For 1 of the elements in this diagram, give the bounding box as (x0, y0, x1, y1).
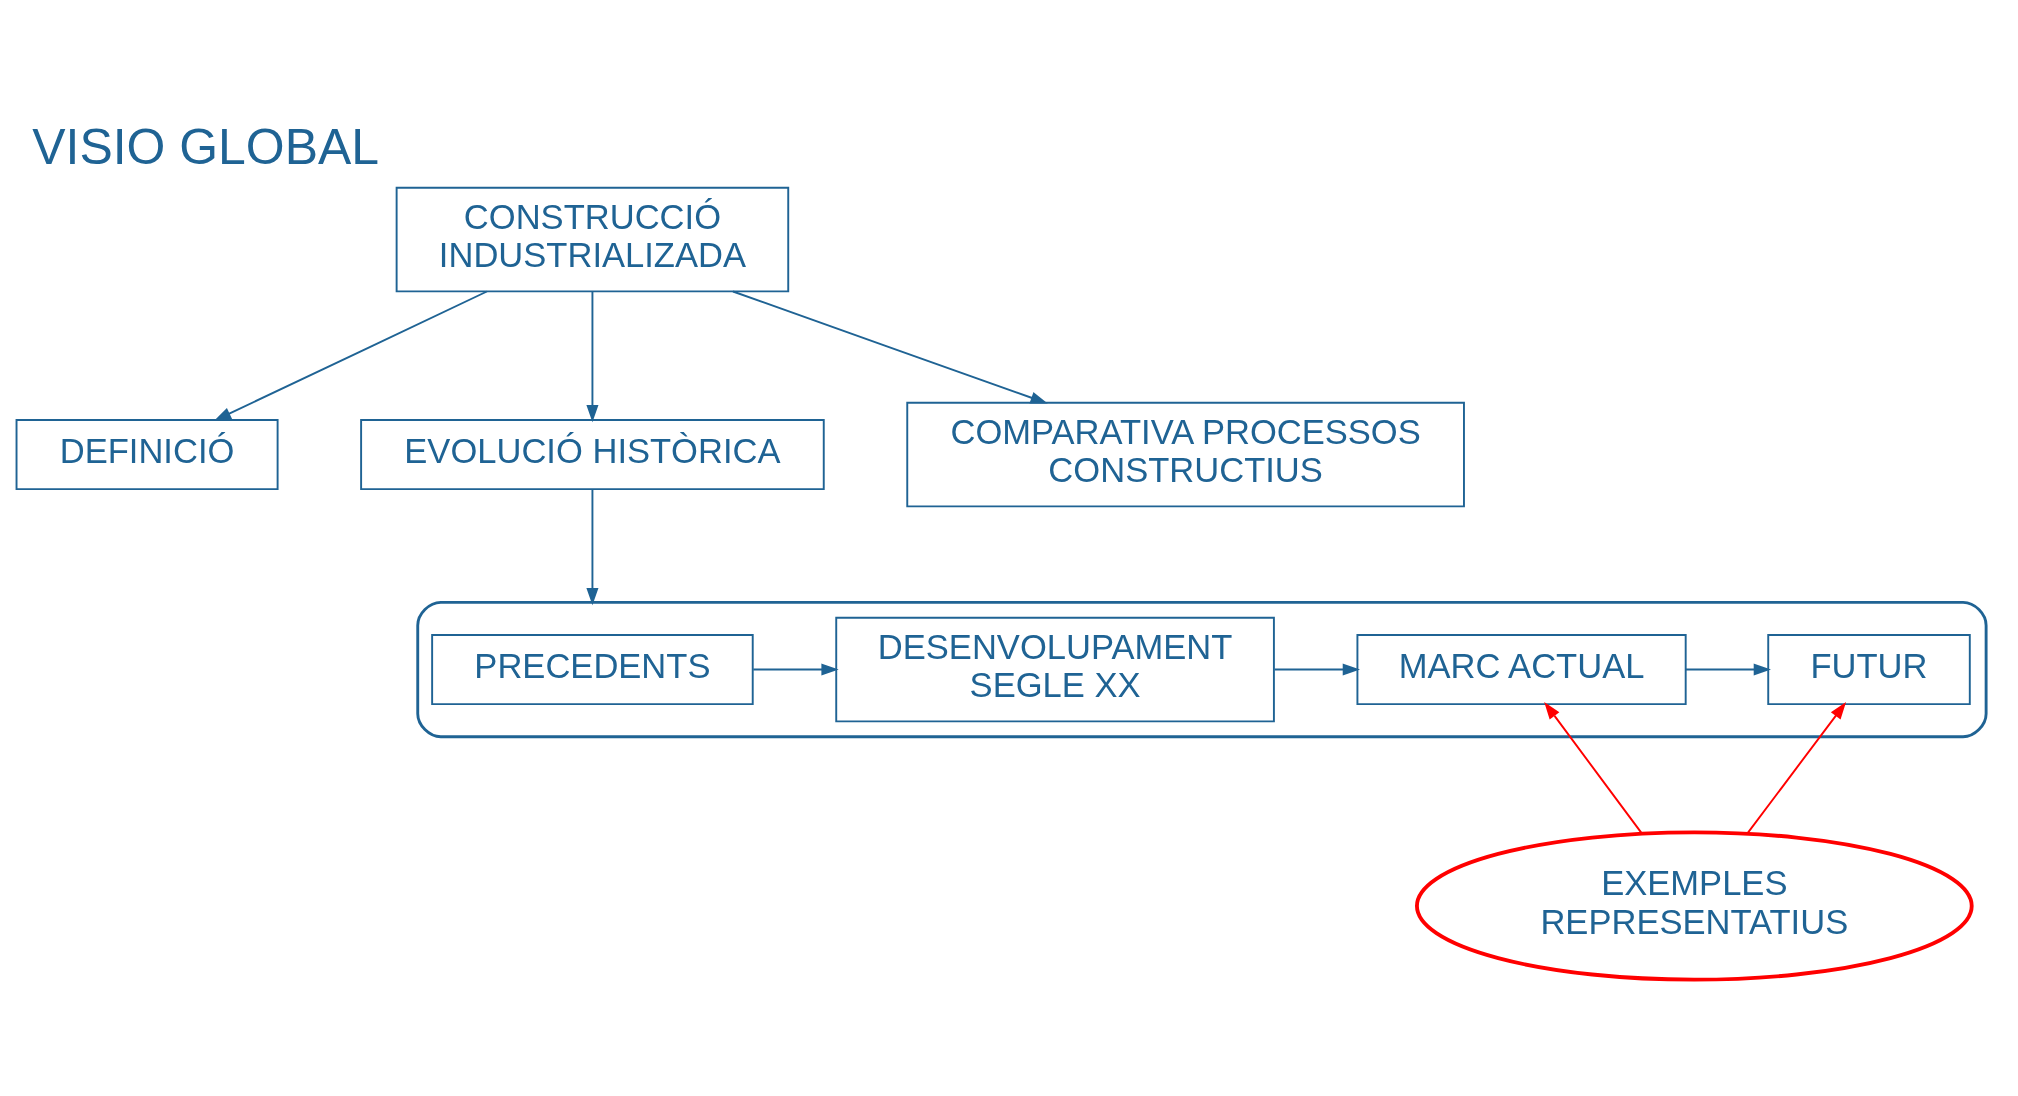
diagram-title: VISIO GLOBAL (32, 119, 379, 176)
